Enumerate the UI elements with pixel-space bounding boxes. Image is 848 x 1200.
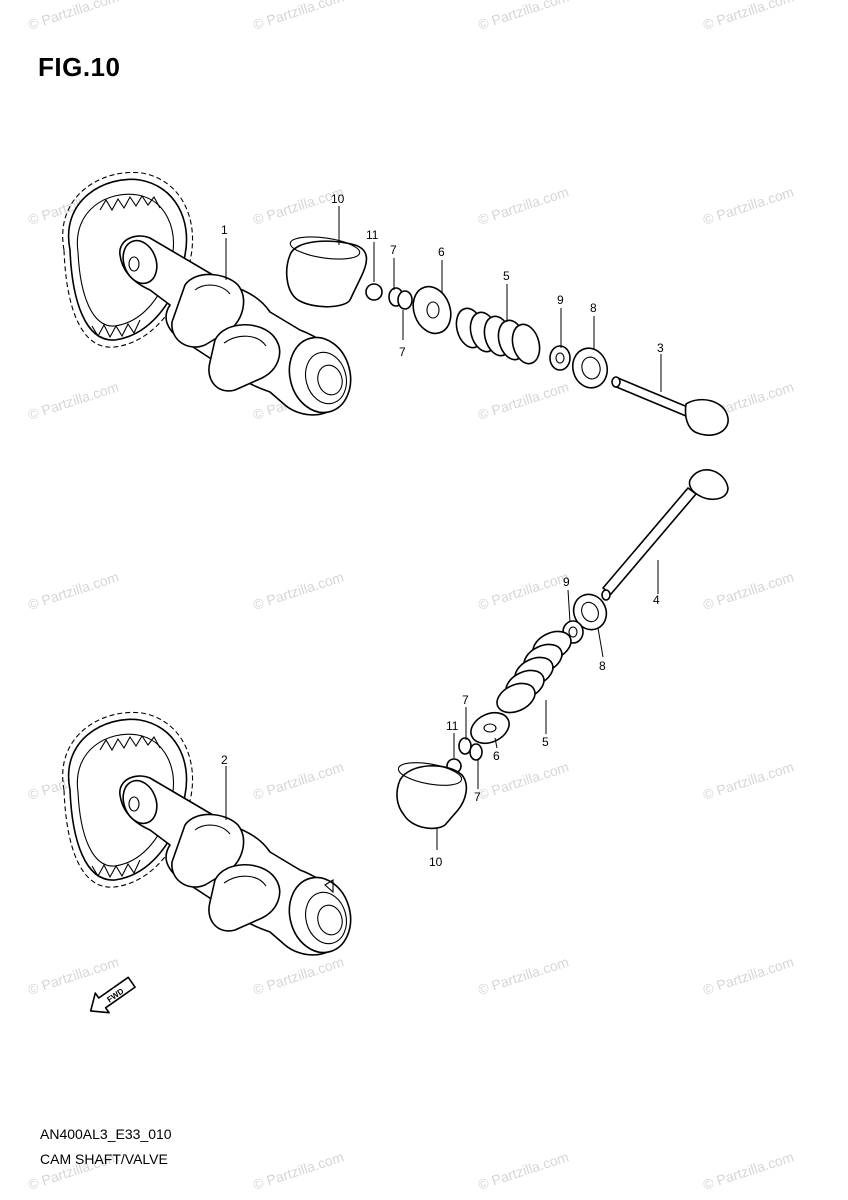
watermark-text: © Partzilla.com [251,758,346,802]
watermark-text: © Partzilla.com [26,0,121,33]
watermark-text: © Partzilla.com [701,0,796,33]
valve-spring-lower[interactable] [492,626,575,718]
watermark-text: © Partzilla.com [251,953,346,997]
camshaft-part-1[interactable] [62,171,359,419]
watermark-text: © Partzilla.com [476,1148,571,1192]
watermark-text: © Partzilla.com [26,378,121,422]
watermark-text: © Partzilla.com [476,183,571,227]
watermark-text: © Partzilla.com [476,0,571,33]
figure-caption: CAM SHAFT/VALVE [40,1151,168,1167]
callout-11-lower: 11 [446,719,459,733]
watermark-text: © Partzilla.com [701,568,796,612]
callout-10-upper: 10 [331,192,345,206]
intake-valve[interactable] [611,376,729,436]
watermark-text: © Partzilla.com [251,0,346,33]
callout-6-upper: 6 [438,245,445,259]
callout-7-upper-a: 7 [390,243,397,257]
callout-7-lower-b: 7 [474,790,481,804]
watermark-text: © Partzilla.com [701,953,796,997]
leader-lines [225,206,662,850]
valve-spring-upper[interactable] [452,305,543,366]
callout-5-lower: 5 [542,735,549,749]
callout-7-upper-b: 7 [399,345,406,359]
watermark-text: © Partzilla.com [476,953,571,997]
camshaft-part-2[interactable] [62,711,359,959]
callout-8-lower: 8 [599,659,606,673]
spring-seat-lower[interactable] [568,589,612,635]
tappet-upper[interactable] [285,233,368,308]
watermark-text: © Partzilla.com [251,568,346,612]
spring-retainer-upper[interactable] [407,281,457,338]
watermark-text: © Partzilla.com [26,953,121,997]
figure-title: FIG.10 [38,52,121,82]
watermark-text: © Partzilla.com [701,1148,796,1192]
watermark-text: © Partzilla.com [476,758,571,802]
callout-3: 3 [657,341,664,355]
callout-8-upper: 8 [590,301,597,315]
watermark-text: © Partzilla.com [701,183,796,227]
exhaust-valve[interactable] [601,469,729,601]
figure-code: AN400AL3_E33_010 [40,1126,172,1142]
callout-6-lower: 6 [493,749,500,763]
callout-10-lower: 10 [429,855,443,869]
callout-4: 4 [653,593,660,607]
valve-cotters-upper[interactable] [388,287,413,310]
callout-9-lower: 9 [563,575,570,589]
shim-upper[interactable] [365,283,383,301]
spring-seat-upper[interactable] [568,344,611,391]
spring-retainer-lower[interactable] [466,707,514,749]
valve-cotters-lower[interactable] [458,737,483,761]
callout-11-upper: 11 [366,228,379,242]
watermark-text: © Partzilla.com [476,378,571,422]
watermark-text: © Partzilla.com [476,568,571,612]
watermark-layer: © Partzilla.com © Partzilla.com © Partzill… [26,0,796,1193]
callout-7-lower-a: 7 [462,693,469,707]
forward-arrow-icon: FWD [89,976,136,1014]
callout-2: 2 [221,753,228,767]
watermark-text: © Partzilla.com [701,758,796,802]
valve-stem-seal-upper[interactable] [549,345,571,371]
callout-labels: 1 2 3 4 5 5 6 6 7 7 7 7 8 8 9 9 10 10 11… [221,192,664,869]
tappet-lower[interactable] [396,759,468,830]
callout-5-upper: 5 [503,269,510,283]
watermark-text: © Partzilla.com [26,568,121,612]
watermark-text: © Partzilla.com [251,1148,346,1192]
callout-9-upper: 9 [557,293,564,307]
callout-1: 1 [221,223,228,237]
